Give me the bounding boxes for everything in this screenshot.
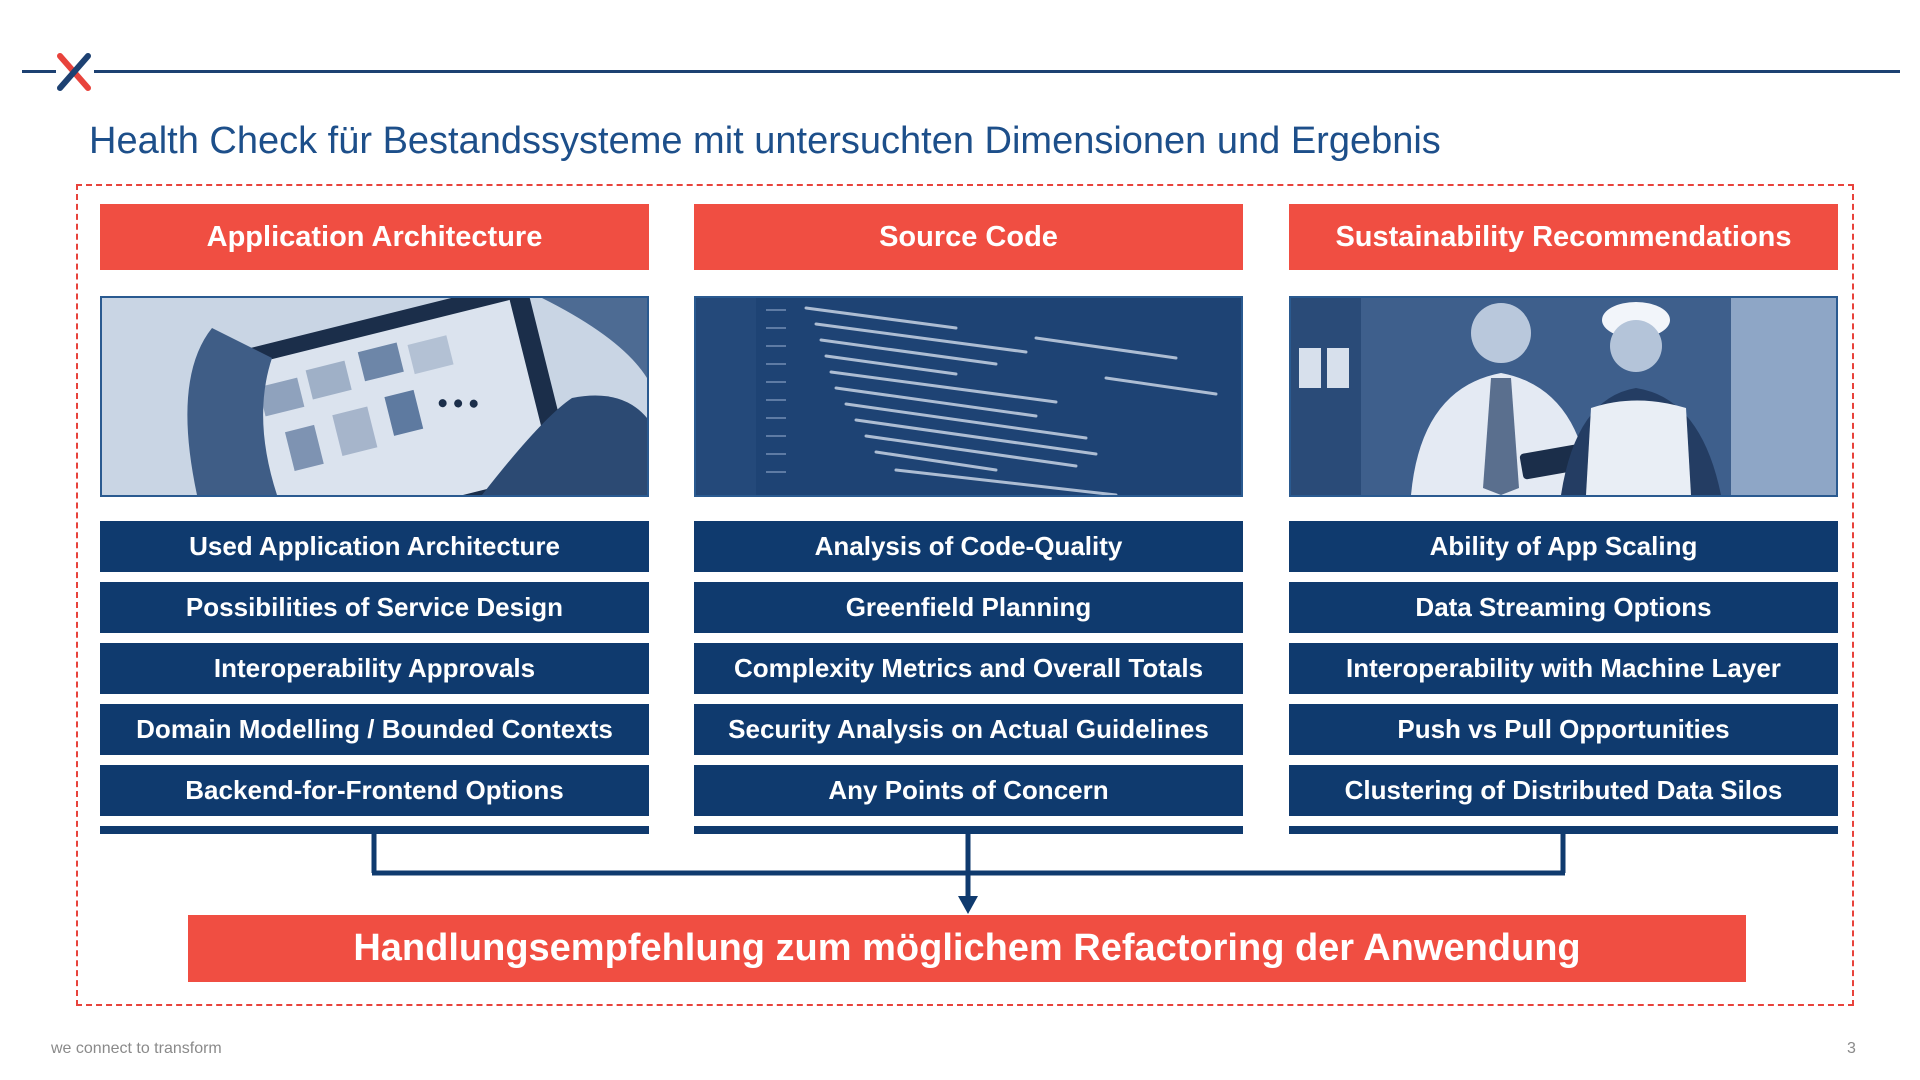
dashed-frame [76, 184, 1854, 1006]
list-item: Interoperability Approvals [100, 643, 649, 694]
column-end-bar [1289, 826, 1838, 834]
slide-title: Health Check für Bestandssysteme mit unt… [89, 120, 1441, 162]
footer-tagline: we connect to transform [51, 1040, 222, 1057]
column-end-bar [100, 826, 649, 834]
tablet-architecture-photo [100, 296, 649, 497]
list-item: Security Analysis on Actual Guidelines [694, 704, 1243, 755]
column-application-architecture: Application Architecture [100, 204, 649, 834]
company-logo-icon [57, 53, 91, 91]
list-item: Domain Modelling / Bounded Contexts [100, 704, 649, 755]
column-end-bar [694, 826, 1243, 834]
column-sustainability-recommendations: Sustainability Recommendations Ability o… [1289, 204, 1838, 834]
column-header: Sustainability Recommendations [1289, 204, 1838, 270]
list-item: Analysis of Code-Quality [694, 521, 1243, 572]
header-rule-left [22, 70, 56, 73]
list-item: Any Points of Concern [694, 765, 1243, 816]
header-rule-right [94, 70, 1900, 73]
column-source-code: Source Code [694, 204, 1243, 834]
source-code-photo [694, 296, 1243, 497]
list-item: Possibilities of Service Design [100, 582, 649, 633]
column-header: Source Code [694, 204, 1243, 270]
column-header: Application Architecture [100, 204, 649, 270]
engineers-photo [1289, 296, 1838, 497]
list-item: Complexity Metrics and Overall Totals [694, 643, 1243, 694]
list-item: Greenfield Planning [694, 582, 1243, 633]
list-item: Ability of App Scaling [1289, 521, 1838, 572]
list-item: Backend-for-Frontend Options [100, 765, 649, 816]
list-item: Interoperability with Machine Layer [1289, 643, 1838, 694]
list-item: Push vs Pull Opportunities [1289, 704, 1838, 755]
page-number: 3 [1847, 1040, 1856, 1057]
result-banner: Handlungsempfehlung zum möglichem Refact… [188, 915, 1746, 982]
list-item: Clustering of Distributed Data Silos [1289, 765, 1838, 816]
list-item: Used Application Architecture [100, 521, 649, 572]
list-item: Data Streaming Options [1289, 582, 1838, 633]
